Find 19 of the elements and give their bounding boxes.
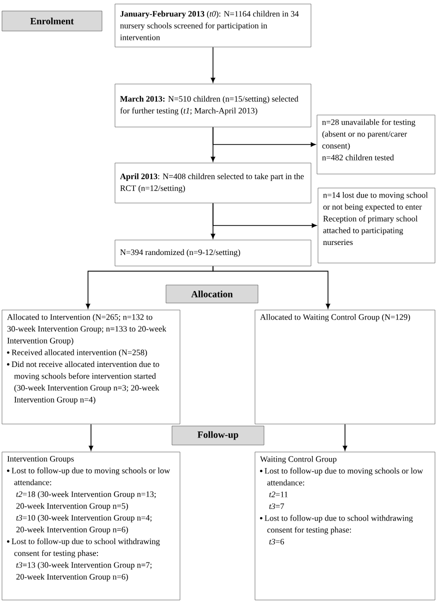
process-box: N=394 randomized (n=9-12/setting) bbox=[114, 240, 312, 266]
stage-band: Enrolment bbox=[2, 10, 102, 32]
arrow bbox=[210, 46, 216, 83]
arrow bbox=[88, 424, 94, 451]
process-box: n=28 unavailable for testing (absent or no parent/carer consent) n=482 children tested bbox=[316, 114, 436, 174]
process-box: April 2013: N=408 children selected to take part in the RCT (n=12/setting) bbox=[114, 162, 312, 204]
stage-band: Follow-up bbox=[172, 426, 264, 446]
process-box: n=14 lost due to moving school or not being expected to enter Reception of primary school attached to participating nurseries bbox=[318, 188, 436, 264]
arrow bbox=[212, 266, 330, 309]
process-box: March 2013: N=510 children (n=15/setting) selected for further testing (t1; March-April 2013) bbox=[114, 84, 312, 128]
process-box: Intervention Groups Lost to follow-up due to moving schools or low attendance: t2=18 (30-week Intervention Group n=13; 20-week Intervention Group n=5) t3=10 (30-week Intervention Group n=4; 20-week Intervention Group n=6) Lost to follow-up due to school withdrawing consent for testing phase: t3=13 (30-week Intervention Group n=7; 20-week Intervention Group n=6) bbox=[2, 452, 180, 600]
process-box: Allocated to Waiting Control Group (N=129) bbox=[254, 310, 436, 424]
arrow bbox=[212, 202, 317, 228]
process-box: Waiting Control Group Lost to follow-up due to moving schools or low attendance: t2=11 t3=7 Lost to follow-up due to school withdrawing consent for testing phase: t3=6 bbox=[254, 452, 436, 600]
process-box: January-February 2013 (t0): N=1164 children in 34 nursery schools screened for participation in intervention bbox=[114, 4, 312, 48]
arrow bbox=[212, 126, 316, 147]
process-box: Allocated to Intervention (N=265; n=132 to 30-week Intervention Group; n=133 to 20-week Intervention Group) Received allocated intervention (N=258) Did not receive allocated intervention due to moving schools before intervention started (30-week Intervention Group n=3; 20-week Intervention Group n=4) bbox=[2, 310, 180, 424]
stage-band: Allocation bbox=[166, 284, 258, 304]
arrow bbox=[342, 424, 348, 451]
